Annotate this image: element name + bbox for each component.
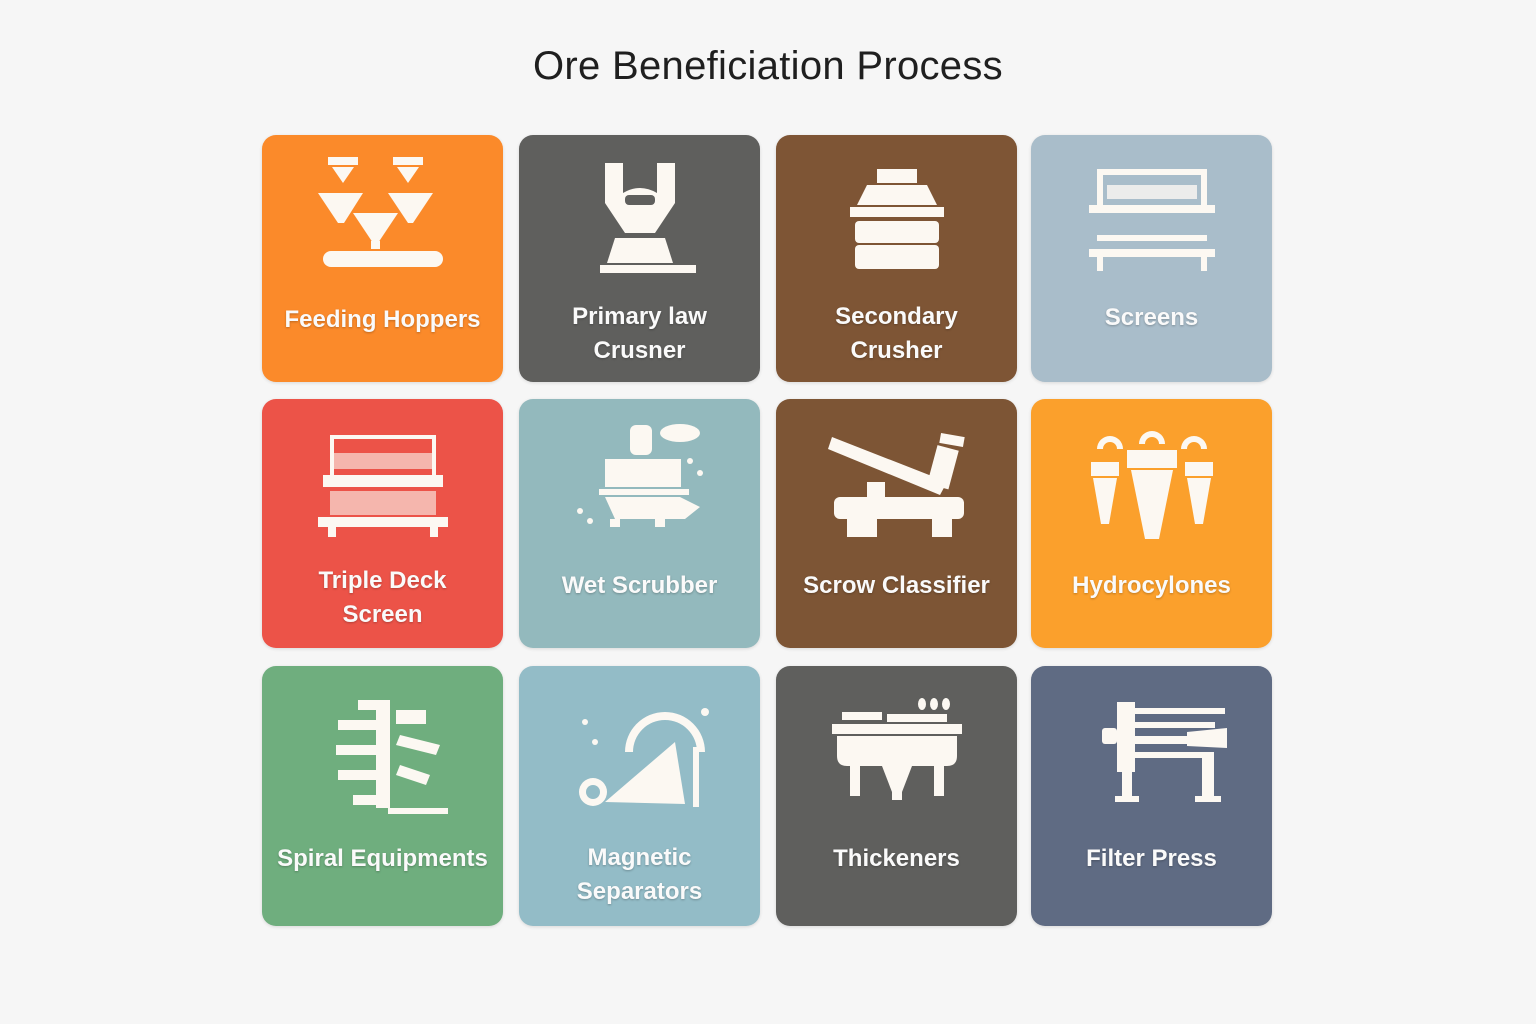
tile-label: Magnetic Separators <box>576 844 703 905</box>
spiral-icon <box>335 700 448 814</box>
jaw-crusher-icon <box>599 163 696 273</box>
tile-screens[interactable]: Screens <box>1031 135 1272 382</box>
tile-label: Primary law Crusner <box>572 303 707 364</box>
page-title: Ore Beneficiation Process <box>533 44 1003 88</box>
tile-triple-deck-screen[interactable]: Triple Deck Screen <box>262 399 503 648</box>
tile-label: Scrow Classifier <box>803 572 990 599</box>
tile-label: Hydrocylones <box>1072 572 1231 599</box>
tile-label: Thickeners <box>833 845 960 872</box>
tile-label: Secondary Crusher <box>835 303 958 364</box>
magnetic-separator-icon <box>578 708 709 807</box>
tile-feeding-hoppers[interactable]: Feeding Hoppers <box>262 135 503 382</box>
tile-label: Spiral Equipments <box>277 845 488 872</box>
tile-label: Screens <box>1104 304 1199 331</box>
tile-filter-press[interactable]: Filter Press <box>1031 666 1272 926</box>
wet-scrubber-icon <box>576 424 703 527</box>
tile-label: Wet Scrubber <box>561 572 718 599</box>
screw-classifier-icon <box>827 432 965 537</box>
tile-secondary-crusher[interactable]: Secondary Crusher <box>776 135 1017 382</box>
tile-spiral-equipments[interactable]: Spiral Equipments <box>262 666 503 926</box>
tile-primary-jaw-crusher[interactable]: Primary law Crusner <box>519 135 760 382</box>
hydrocyclone-icon <box>1090 431 1213 539</box>
tile-label: Feeding Hoppers <box>284 306 481 333</box>
tile-label: Filter Press <box>1086 845 1217 872</box>
tile-label: Triple Deck Screen <box>318 567 447 628</box>
triple-deck-screen-icon <box>317 435 448 537</box>
tile-screw-classifier[interactable]: Scrow Classifier <box>776 399 1017 648</box>
tile-hydrocyclones[interactable]: Hydrocylones <box>1031 399 1272 648</box>
tile-thickeners[interactable]: Thickeners <box>776 666 1017 926</box>
tile-wet-scrubber[interactable]: Wet Scrubber <box>519 399 760 648</box>
thickener-icon <box>831 698 962 800</box>
filter-press-icon <box>1101 702 1227 802</box>
tile-magnetic-separators[interactable]: Magnetic Separators <box>519 666 760 926</box>
cone-crusher-icon <box>849 169 944 269</box>
screen-icon <box>1088 169 1215 271</box>
feeding-hoppers-icon <box>317 157 443 267</box>
